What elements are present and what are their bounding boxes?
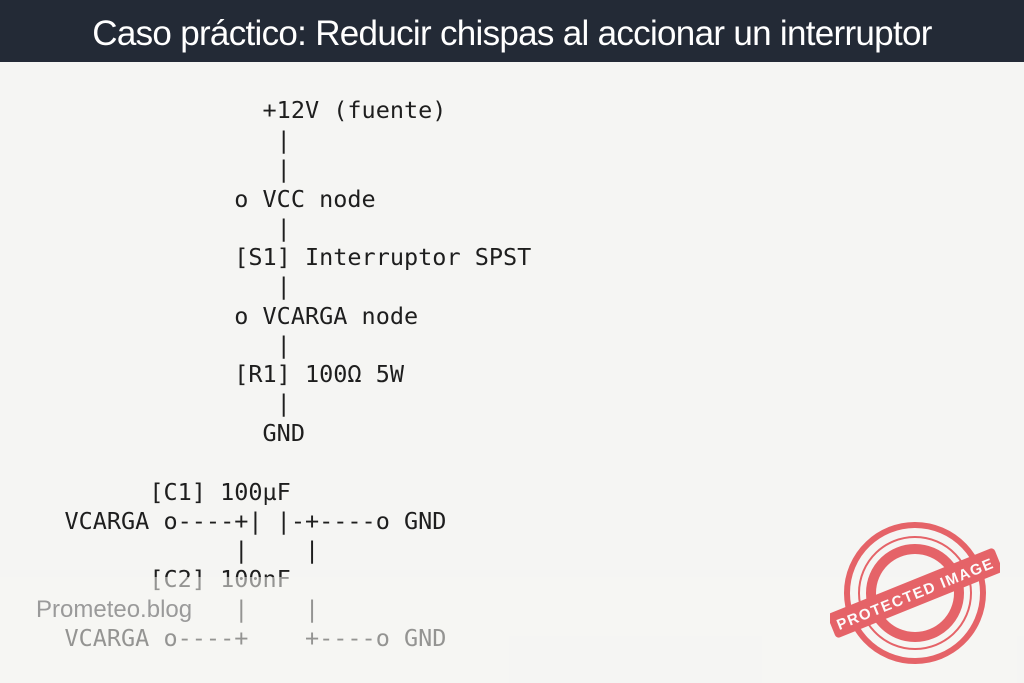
protected-image-stamp-icon: PROTECTED IMAGE	[830, 522, 1000, 664]
diagram-line: GND	[22, 419, 305, 447]
diagram-line: | |	[22, 536, 320, 564]
page-title: Caso práctico: Reducir chispas al accion…	[92, 14, 932, 53]
diagram-line: o VCC node	[22, 185, 376, 213]
title-bar: Caso práctico: Reducir chispas al accion…	[0, 0, 1024, 62]
diagram-line: |	[22, 331, 291, 359]
diagram-line: |	[22, 126, 291, 154]
diagram-line: |	[22, 389, 291, 417]
diagram-line: VCARGA o----+| |-+----o GND	[22, 507, 447, 535]
diagram-line: |	[22, 272, 291, 300]
diagram-line: [C1] 100µF	[22, 478, 291, 506]
diagram-line: |	[22, 155, 291, 183]
diagram-line: [R1] 100Ω 5W	[22, 360, 405, 388]
diagram-line: [S1] Interruptor SPST	[22, 243, 532, 271]
watermark-site-name: Prometeo.blog	[36, 596, 193, 623]
diagram-line: |	[22, 214, 291, 242]
diagram-line: +12V (fuente)	[22, 96, 447, 124]
diagram-line: o VCARGA node	[22, 302, 419, 330]
